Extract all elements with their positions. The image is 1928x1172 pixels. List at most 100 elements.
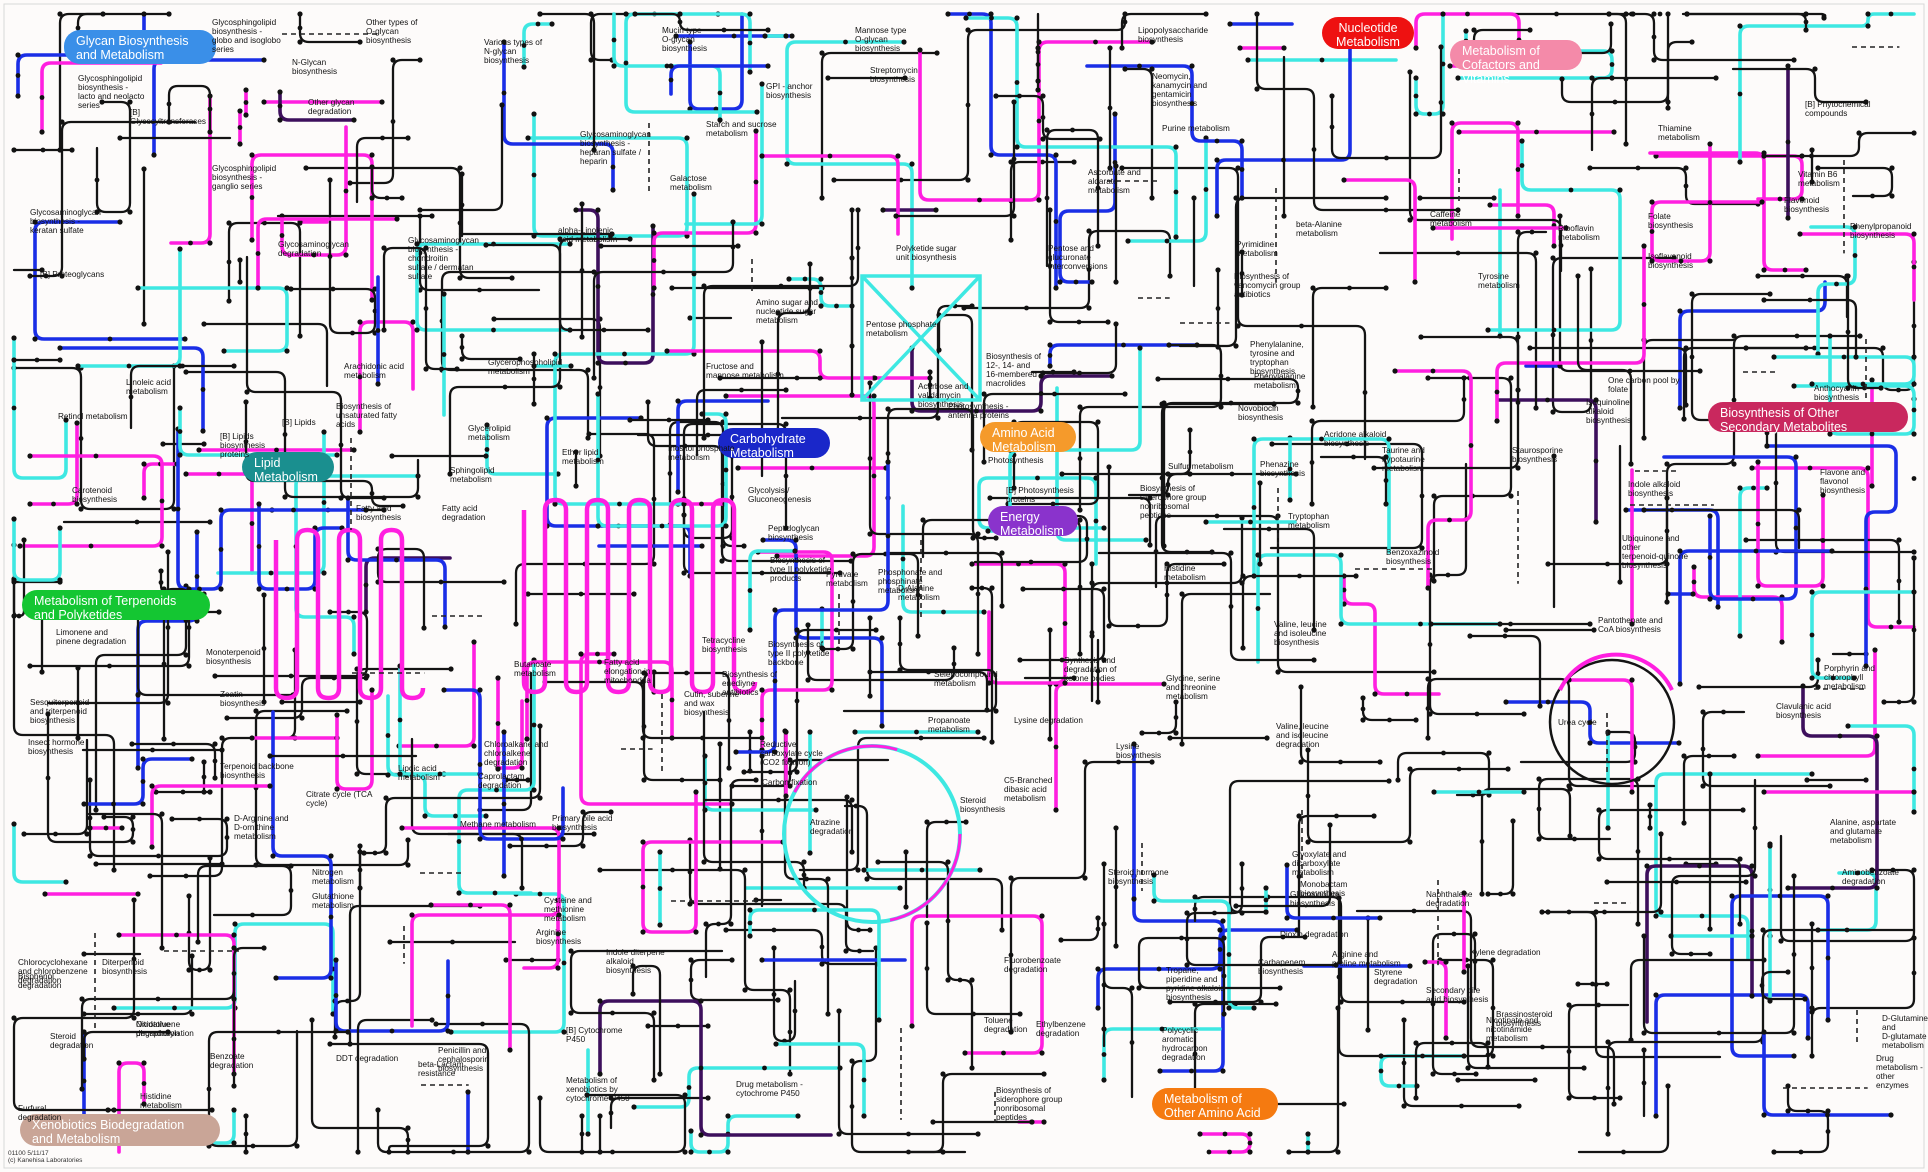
pathway-label[interactable]: Purine metabolism	[1162, 124, 1230, 133]
pathway-label[interactable]: Phenylpropanoid biosynthesis	[1850, 222, 1912, 240]
pathway-label[interactable]: Biosynthesis of enediyne antibiotics	[722, 670, 778, 697]
pathway-label[interactable]: Ascorbate and aldarate metabolism	[1088, 168, 1141, 195]
pathway-label[interactable]: Biosynthesis of siderophore group nonrib…	[996, 1086, 1063, 1122]
pathway-label[interactable]: Carotenoid biosynthesis	[72, 486, 118, 504]
pathway-label[interactable]: Glucosinolate biosynthesis	[1290, 890, 1340, 908]
pathway-label[interactable]: Arachidonic acid metabolism	[344, 362, 405, 380]
pathway-label[interactable]: Thiamine metabolism	[1658, 124, 1700, 142]
pathway-label[interactable]: Propanoate metabolism	[928, 716, 971, 734]
pathway-label[interactable]: Isoquinoline alkaloid biosynthesis	[1586, 398, 1632, 425]
pathway-label[interactable]: Tropane, piperidine and pyridine alkaloi…	[1166, 966, 1225, 1002]
pathway-label[interactable]: Glycosphingolipid biosynthesis - globo a…	[212, 18, 281, 54]
category-terpenoids-polyketides[interactable]: Metabolism of Terpenoids and Polyketides	[22, 590, 210, 622]
pathway-label[interactable]: Biosynthesis of type II polyketide produ…	[770, 556, 832, 583]
pathway-label[interactable]: Fluorobenzoate degradation	[1004, 956, 1061, 974]
pathway-label[interactable]: Nitrogen metabolism	[312, 868, 354, 886]
pathway-label[interactable]: Pyrimidine metabolism	[1236, 240, 1278, 258]
pathway-label[interactable]: Reductive carboxylate cycle (CO2 fixatio…	[760, 740, 823, 767]
pathway-label[interactable]: Valine, leucine and isoleucine biosynthe…	[1274, 620, 1327, 647]
pathway-label[interactable]: C5-Branched dibasic acid metabolism	[1004, 776, 1053, 803]
pathway-label[interactable]: Galactose metabolism	[670, 174, 712, 192]
pathway-label[interactable]: DDT degradation	[336, 1054, 399, 1063]
pathway-label[interactable]: Primary bile acid biosynthesis	[552, 814, 613, 832]
pathway-label[interactable]: Glycosaminoglycan degradation	[278, 240, 349, 258]
pathway-label[interactable]: D-Alanine metabolism	[898, 584, 940, 602]
pathway-label[interactable]: Photosynthesis	[988, 456, 1044, 465]
pathway-label[interactable]: Toluene degradation	[984, 1016, 1028, 1034]
pathway-label[interactable]: Riboflavin metabolism	[1558, 224, 1600, 242]
pathway-label[interactable]: Fatty acid degradation	[442, 504, 486, 522]
pathway-label[interactable]: Other types of O-glycan biosynthesis	[366, 18, 418, 45]
pathway-label[interactable]: Alanine, aspartate and glutamate metabol…	[1830, 818, 1896, 845]
pathway-label[interactable]: Steroid degradation	[50, 1032, 94, 1050]
pathway-label[interactable]: [B] Lipids	[282, 418, 316, 427]
pathway-label[interactable]: Glycerophospholipid metabolism	[488, 358, 563, 376]
pathway-label[interactable]: [B] Photosynthesis proteins	[1006, 486, 1074, 504]
pathway-label[interactable]: Synthesis and degradation of ketone bodi…	[1064, 656, 1117, 683]
pathway-label[interactable]: Caprolactam degradation	[478, 772, 525, 790]
pathway-label[interactable]: Pentose and glucuronate interconversions	[1048, 244, 1108, 271]
pathway-label[interactable]: GPI - anchor biosynthesis	[766, 82, 813, 100]
category-amino-acid-metabolism[interactable]: Amino Acid Metabolism	[980, 422, 1076, 454]
pathway-label[interactable]: Porphyrin and chlorophyll metabolism	[1824, 664, 1875, 691]
category-glycan-biosynthesis[interactable]: Glycan Biosynthesis and Metabolism	[64, 30, 216, 64]
pathway-label[interactable]: Chlorocyclohexane and chlorobenzene degr…	[18, 958, 88, 985]
pathway-label[interactable]: Tryptophan metabolism	[1288, 512, 1330, 530]
pathway-label[interactable]: N-Glycan biosynthesis	[292, 58, 338, 76]
pathway-label[interactable]: Limonene and pinene degradation	[56, 628, 127, 646]
pathway-label[interactable]: Citrate cycle (TCA cycle)	[306, 790, 373, 808]
pathway-label[interactable]: Arginine biosynthesis	[536, 928, 582, 946]
pathway-label[interactable]: Phenylalanine, tyrosine and tryptophan b…	[1250, 340, 1304, 376]
pathway-label[interactable]: Dioxin degradation	[1280, 930, 1349, 939]
pathway-label[interactable]: [B] Phytochemical compounds	[1805, 100, 1871, 118]
pathway-label[interactable]: Tetracycline biosynthesis	[702, 636, 748, 654]
pathway-label[interactable]: Cutin, suberine and wax biosynthesis	[684, 690, 740, 717]
pathway-label[interactable]: Polyketide sugar unit biosynthesis	[896, 244, 957, 262]
pathway-label[interactable]: Glycosphingolipid biosynthesis - ganglio…	[212, 164, 277, 191]
pathway-label[interactable]: Histidine metabolism	[1164, 564, 1206, 582]
pathway-label[interactable]: Vitamin B6 metabolism	[1798, 170, 1840, 188]
pathway-label[interactable]: Penicillin and cephalosporin biosynthesi…	[438, 1046, 489, 1073]
pathway-label[interactable]: Methane metabolism	[460, 820, 536, 829]
category-energy-metabolism[interactable]: Energy Metabolism	[988, 506, 1078, 538]
pathway-label[interactable]: Lipoic acid metabolism	[398, 764, 440, 782]
pathway-label[interactable]: Glycosaminoglycan biosynthesis - chondro…	[408, 236, 479, 281]
pathway-label[interactable]: [B] Glycosyltransferases	[130, 108, 206, 126]
pathway-label[interactable]: Valine, leucine and isoleucine degradati…	[1276, 722, 1329, 749]
pathway-label[interactable]: Secondary bile acid biosynthesis	[1426, 986, 1489, 1004]
pathway-label[interactable]: Zeatin biosynthesis	[220, 690, 266, 708]
pathway-label[interactable]: Terpenoid backbone biosynthesis	[220, 762, 294, 780]
pathway-label[interactable]: Phosphonate and phosphinate metabolism	[878, 568, 943, 595]
category-lipid-metabolism[interactable]: Lipid Metabolism	[242, 452, 334, 484]
pathway-label[interactable]: Sphingolipid metabolism	[450, 466, 495, 484]
pathway-label[interactable]: D-Glutamine and D-glutamate metabolism	[1882, 1014, 1928, 1050]
pathway-label[interactable]: Ethylbenzene degradation	[1036, 1020, 1086, 1038]
category-cofactors-vitamins[interactable]: Metabolism of Cofactors and Vitamins	[1450, 40, 1582, 86]
pathway-label[interactable]: Arginine and proline metabolism	[1332, 950, 1401, 968]
pathway-label[interactable]: Phenylalanine metabolism	[1254, 372, 1306, 390]
pathway-label[interactable]: [B] Proteoglycans	[40, 270, 105, 279]
pathway-label[interactable]: Other glycan degradation	[308, 98, 355, 116]
pathway-label[interactable]: Biosynthesis of siderophore group nonrib…	[1140, 484, 1207, 520]
pathway-label[interactable]: Carbapenem biosynthesis	[1258, 958, 1306, 976]
pathway-label[interactable]: beta-Alanine metabolism	[1296, 220, 1342, 238]
pathway-label[interactable]: Anthocyanin biosynthesis	[1814, 384, 1860, 402]
pathway-label[interactable]: Diterpenoid biosynthesis	[102, 958, 148, 976]
pathway-label[interactable]: alpha-Linolenic acid metabolism	[558, 226, 618, 244]
pathway-label[interactable]: Biosynthesis of type II polyketide backb…	[768, 640, 830, 667]
pathway-label[interactable]: Pentose phosphate metabolism	[866, 320, 937, 338]
pathway-label[interactable]: One carbon pool by folate	[1608, 376, 1680, 394]
pathway-label[interactable]: Brassinosteroid biosynthesis	[1496, 1010, 1553, 1028]
pathway-label[interactable]: Streptomycin biosynthesis	[870, 66, 918, 84]
category-other-amino-acid[interactable]: Metabolism of Other Amino Acid	[1152, 1088, 1278, 1120]
pathway-label[interactable]: Steroid biosynthesis	[960, 796, 1006, 814]
category-xenobiotics[interactable]: Xenobiotics Biodegradation and Metabolis…	[20, 1114, 220, 1146]
pathway-label[interactable]: Indole diterpene alkaloid biosynthesis	[606, 948, 665, 975]
pathway-label[interactable]: Nicotinate and nicotinamide metabolism	[1486, 1016, 1539, 1043]
pathway-label[interactable]: beta-Lactam resistance	[418, 1060, 464, 1078]
pathway-label[interactable]: Starch and sucrose metabolism	[706, 120, 777, 138]
pathway-label[interactable]: Pantothenate and CoA biosynthesis	[1598, 616, 1663, 634]
pathway-label[interactable]: Retinol metabolism	[58, 412, 128, 421]
pathway-label[interactable]: Polycyclic aromatic hydrocarbon degradat…	[1162, 1026, 1208, 1062]
pathway-label[interactable]: D-Arginine and D-ornithine metabolism	[234, 814, 289, 841]
